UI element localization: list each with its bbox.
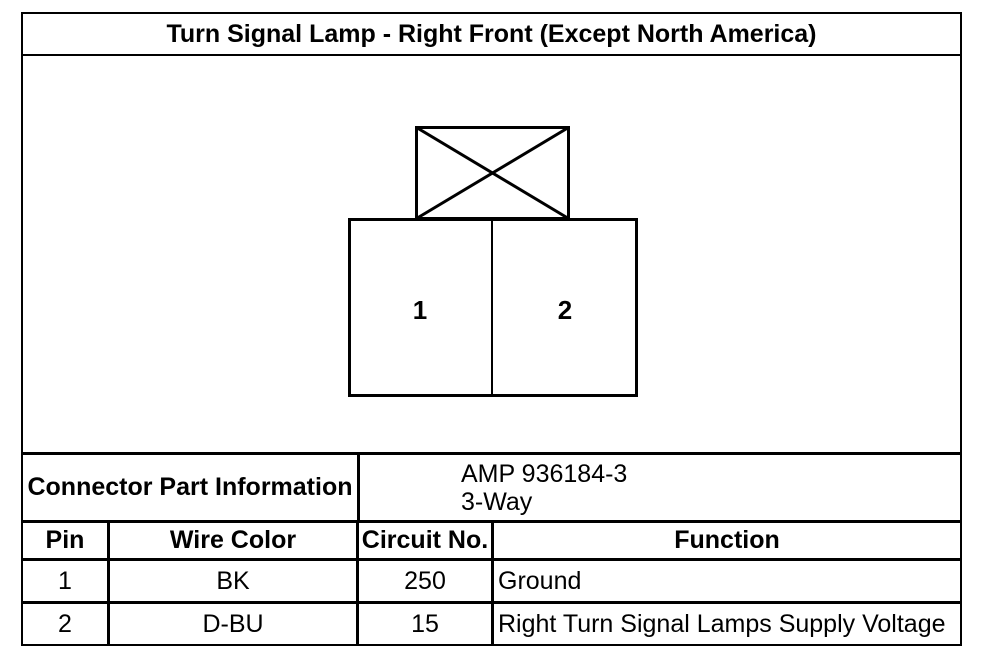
connector-part-info-label: Connector Part Information (23, 455, 360, 520)
connector-part-info-row: Connector Part Information AMP 936184-3 … (23, 452, 960, 520)
pin-table-header-row: Pin Wire Color Circuit No. Function (23, 520, 960, 558)
circuit-no-cell: 15 (359, 604, 494, 644)
header-function: Function (674, 526, 780, 554)
table-row: 2 D-BU 15 Right Turn Signal Lamps Supply… (23, 601, 960, 644)
table-row: 1 BK 250 Ground (23, 558, 960, 601)
connector-part-info-value: AMP 936184-3 3-Way (360, 455, 960, 520)
connector-body (348, 218, 638, 397)
connector-way-count: 3-Way (461, 487, 533, 516)
connector-diagram-area: 1 2 (23, 56, 960, 452)
pin-2-cavity-label: 2 (558, 295, 572, 325)
pin-cell: 1 (23, 561, 110, 601)
pin-1-cavity-label: 1 (413, 295, 427, 325)
function-cell: Ground (498, 566, 582, 595)
pin-cell: 2 (23, 604, 110, 644)
connector-part-number: AMP 936184-3 (461, 459, 628, 488)
wire-color-cell: D-BU (110, 604, 359, 644)
connector-diagram: 1 2 (348, 126, 638, 397)
function-cell: Right Turn Signal Lamps Supply Voltage (498, 609, 946, 638)
connector-info-panel: Turn Signal Lamp - Right Front (Except N… (21, 12, 962, 646)
header-pin: Pin (23, 523, 110, 558)
wire-color-cell: BK (110, 561, 359, 601)
keyway-x-mark-line2 (415, 126, 570, 220)
page-title: Turn Signal Lamp - Right Front (Except N… (23, 14, 960, 56)
header-wire-color: Wire Color (110, 523, 359, 558)
header-circuit-no: Circuit No. (359, 523, 494, 558)
circuit-no-cell: 250 (359, 561, 494, 601)
